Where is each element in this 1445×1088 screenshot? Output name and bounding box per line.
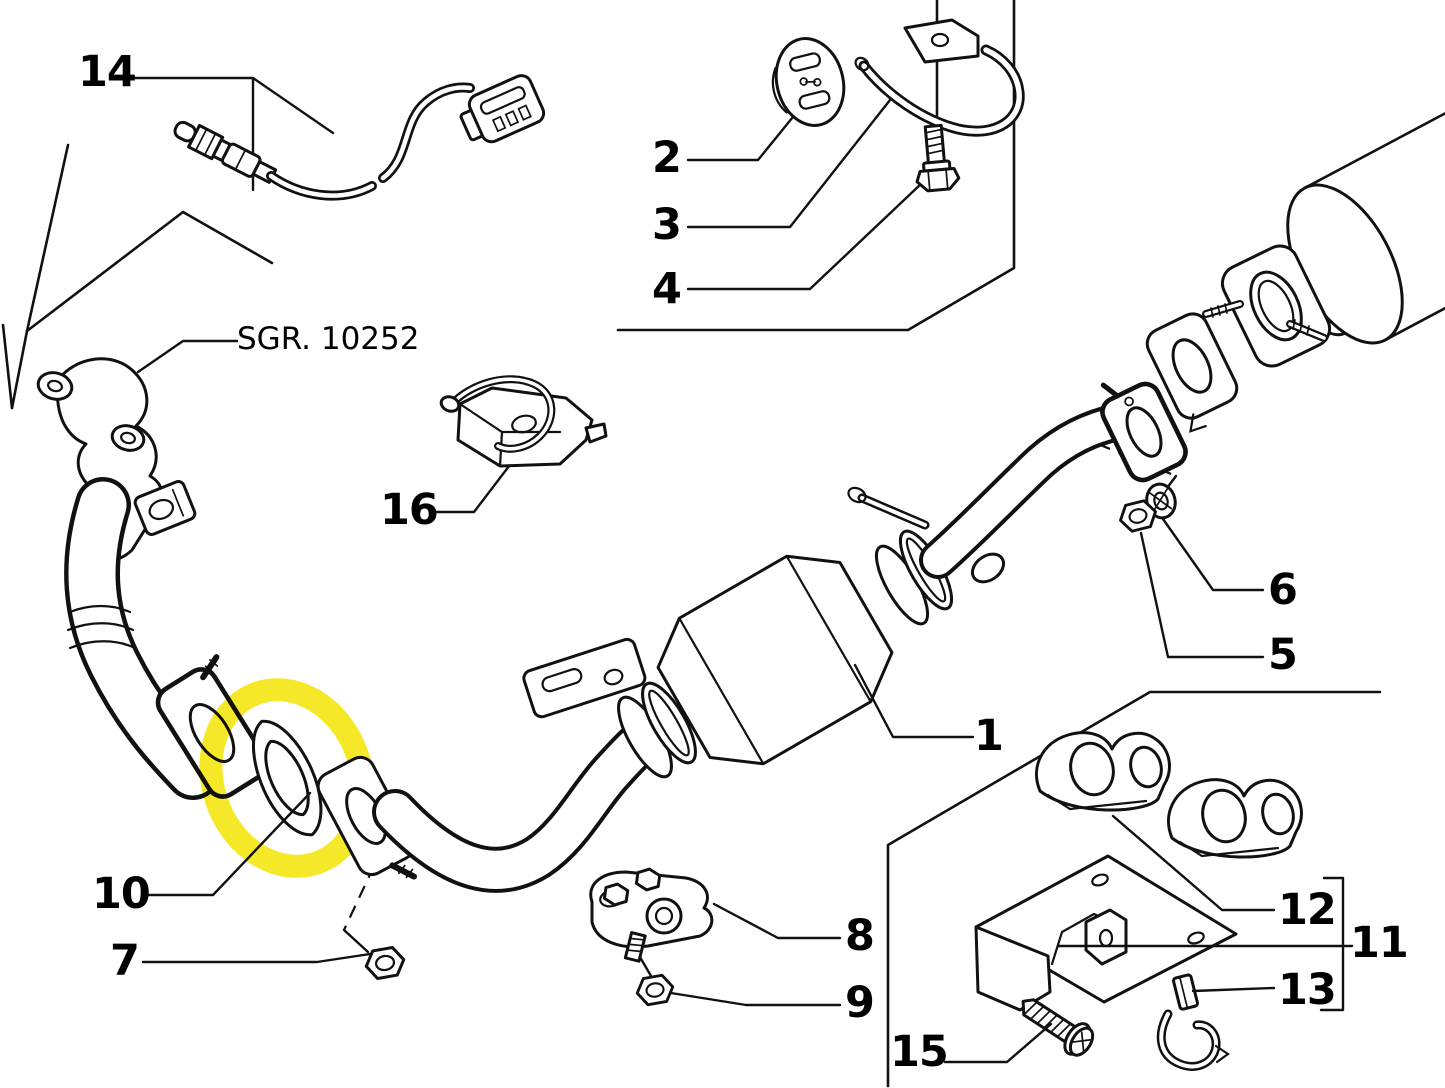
rubber-exhaust-mount bbox=[771, 37, 846, 127]
hook-bracket-plate bbox=[903, 18, 980, 64]
callout-1: 1 bbox=[974, 711, 1003, 761]
double-pipe-clamp-b bbox=[1167, 778, 1303, 859]
sheet-metal-bracket bbox=[974, 854, 1238, 1012]
callout-10: 10 bbox=[92, 869, 150, 919]
oxygen-sensor bbox=[173, 74, 546, 201]
sgr-reference-label: SGR. 10252 bbox=[237, 321, 419, 357]
leader-10 bbox=[141, 791, 312, 897]
center-pipe-catalytic-converter bbox=[372, 381, 1188, 893]
support-bracket-plate bbox=[589, 867, 714, 963]
hanger-hook-rod bbox=[854, 18, 1025, 137]
callout-5: 5 bbox=[1268, 630, 1297, 680]
sensor-connector bbox=[459, 74, 546, 144]
callout-15: 15 bbox=[890, 1027, 948, 1077]
self-tapping-screw bbox=[1021, 998, 1095, 1057]
catalytic-converter-body bbox=[656, 554, 894, 766]
rear-flange-gasket bbox=[1145, 312, 1239, 433]
double-pipe-clamp-a bbox=[1035, 731, 1171, 812]
callout-14: 14 bbox=[78, 47, 136, 97]
hex-nut-7 bbox=[364, 945, 406, 981]
sensor-cable bbox=[266, 82, 475, 201]
rear-pipe-flange bbox=[1100, 381, 1188, 483]
callout-12: 12 bbox=[1278, 885, 1336, 935]
callout-8: 8 bbox=[845, 911, 874, 961]
pipe-bracket-plate bbox=[522, 637, 647, 719]
frame-lines bbox=[1, 0, 1382, 1088]
leader-lines-top bbox=[853, 663, 1354, 1064]
callout-6: 6 bbox=[1268, 565, 1297, 615]
callout-11: 11 bbox=[1350, 918, 1408, 968]
hex-nut bbox=[1119, 499, 1157, 533]
flex-section-rings bbox=[66, 604, 137, 650]
rear-silencer bbox=[1145, 92, 1445, 433]
callout-16: 16 bbox=[380, 485, 438, 535]
hex-nut-9 bbox=[635, 973, 675, 1007]
callout-4: 4 bbox=[652, 264, 681, 314]
retainer-clamp-bracket bbox=[439, 375, 608, 468]
callout-labels: 14 2 3 4 16 1 6 5 10 7 8 9 12 11 13 15 S… bbox=[78, 47, 1409, 1077]
sgr-downpipe-assembly bbox=[36, 357, 269, 800]
spring-clip bbox=[1156, 973, 1230, 1071]
flange-gasket bbox=[251, 719, 323, 837]
group-bracket-11 bbox=[1319, 876, 1345, 1012]
callout-2: 2 bbox=[652, 133, 681, 183]
hex-bolt bbox=[915, 123, 961, 193]
callout-9: 9 bbox=[845, 978, 874, 1028]
callout-13: 13 bbox=[1278, 965, 1336, 1015]
callout-7: 7 bbox=[110, 936, 139, 986]
callout-3: 3 bbox=[652, 200, 681, 250]
yellow-marker-highlight bbox=[199, 678, 375, 878]
